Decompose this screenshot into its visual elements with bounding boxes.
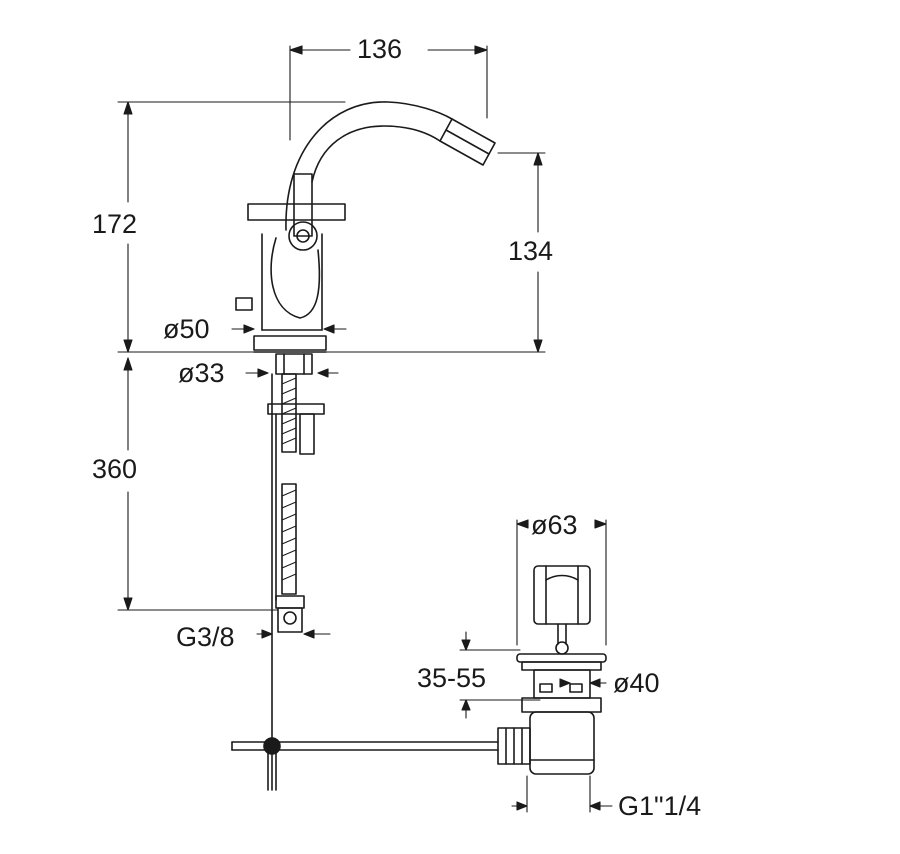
shank-and-hoses	[267, 353, 325, 791]
dimension-lines	[117, 45, 613, 813]
dimension-label-spout-height: 134	[508, 236, 554, 266]
dimension-label-spout-reach: 136	[357, 34, 403, 64]
mixer-body	[235, 101, 496, 353]
dimension-label-hose-length: 360	[92, 454, 138, 484]
dimension-label-total-height: 172	[92, 209, 138, 239]
dimension-label-shank-diameter: ø33	[178, 358, 225, 388]
dimension-label-waste-cap-diameter: ø63	[531, 510, 578, 540]
dimension-label-base-diameter: ø50	[163, 314, 210, 344]
dimension-label-waste-thickness-range: 35-55	[417, 663, 487, 693]
popup-linkage	[231, 737, 499, 791]
waste-assembly	[497, 565, 607, 775]
dimension-label-hose-connection: G3/8	[176, 622, 235, 652]
dimension-label-waste-thread: G1"1/4	[618, 791, 702, 821]
dimension-label-waste-body-diameter: ø40	[613, 668, 660, 698]
